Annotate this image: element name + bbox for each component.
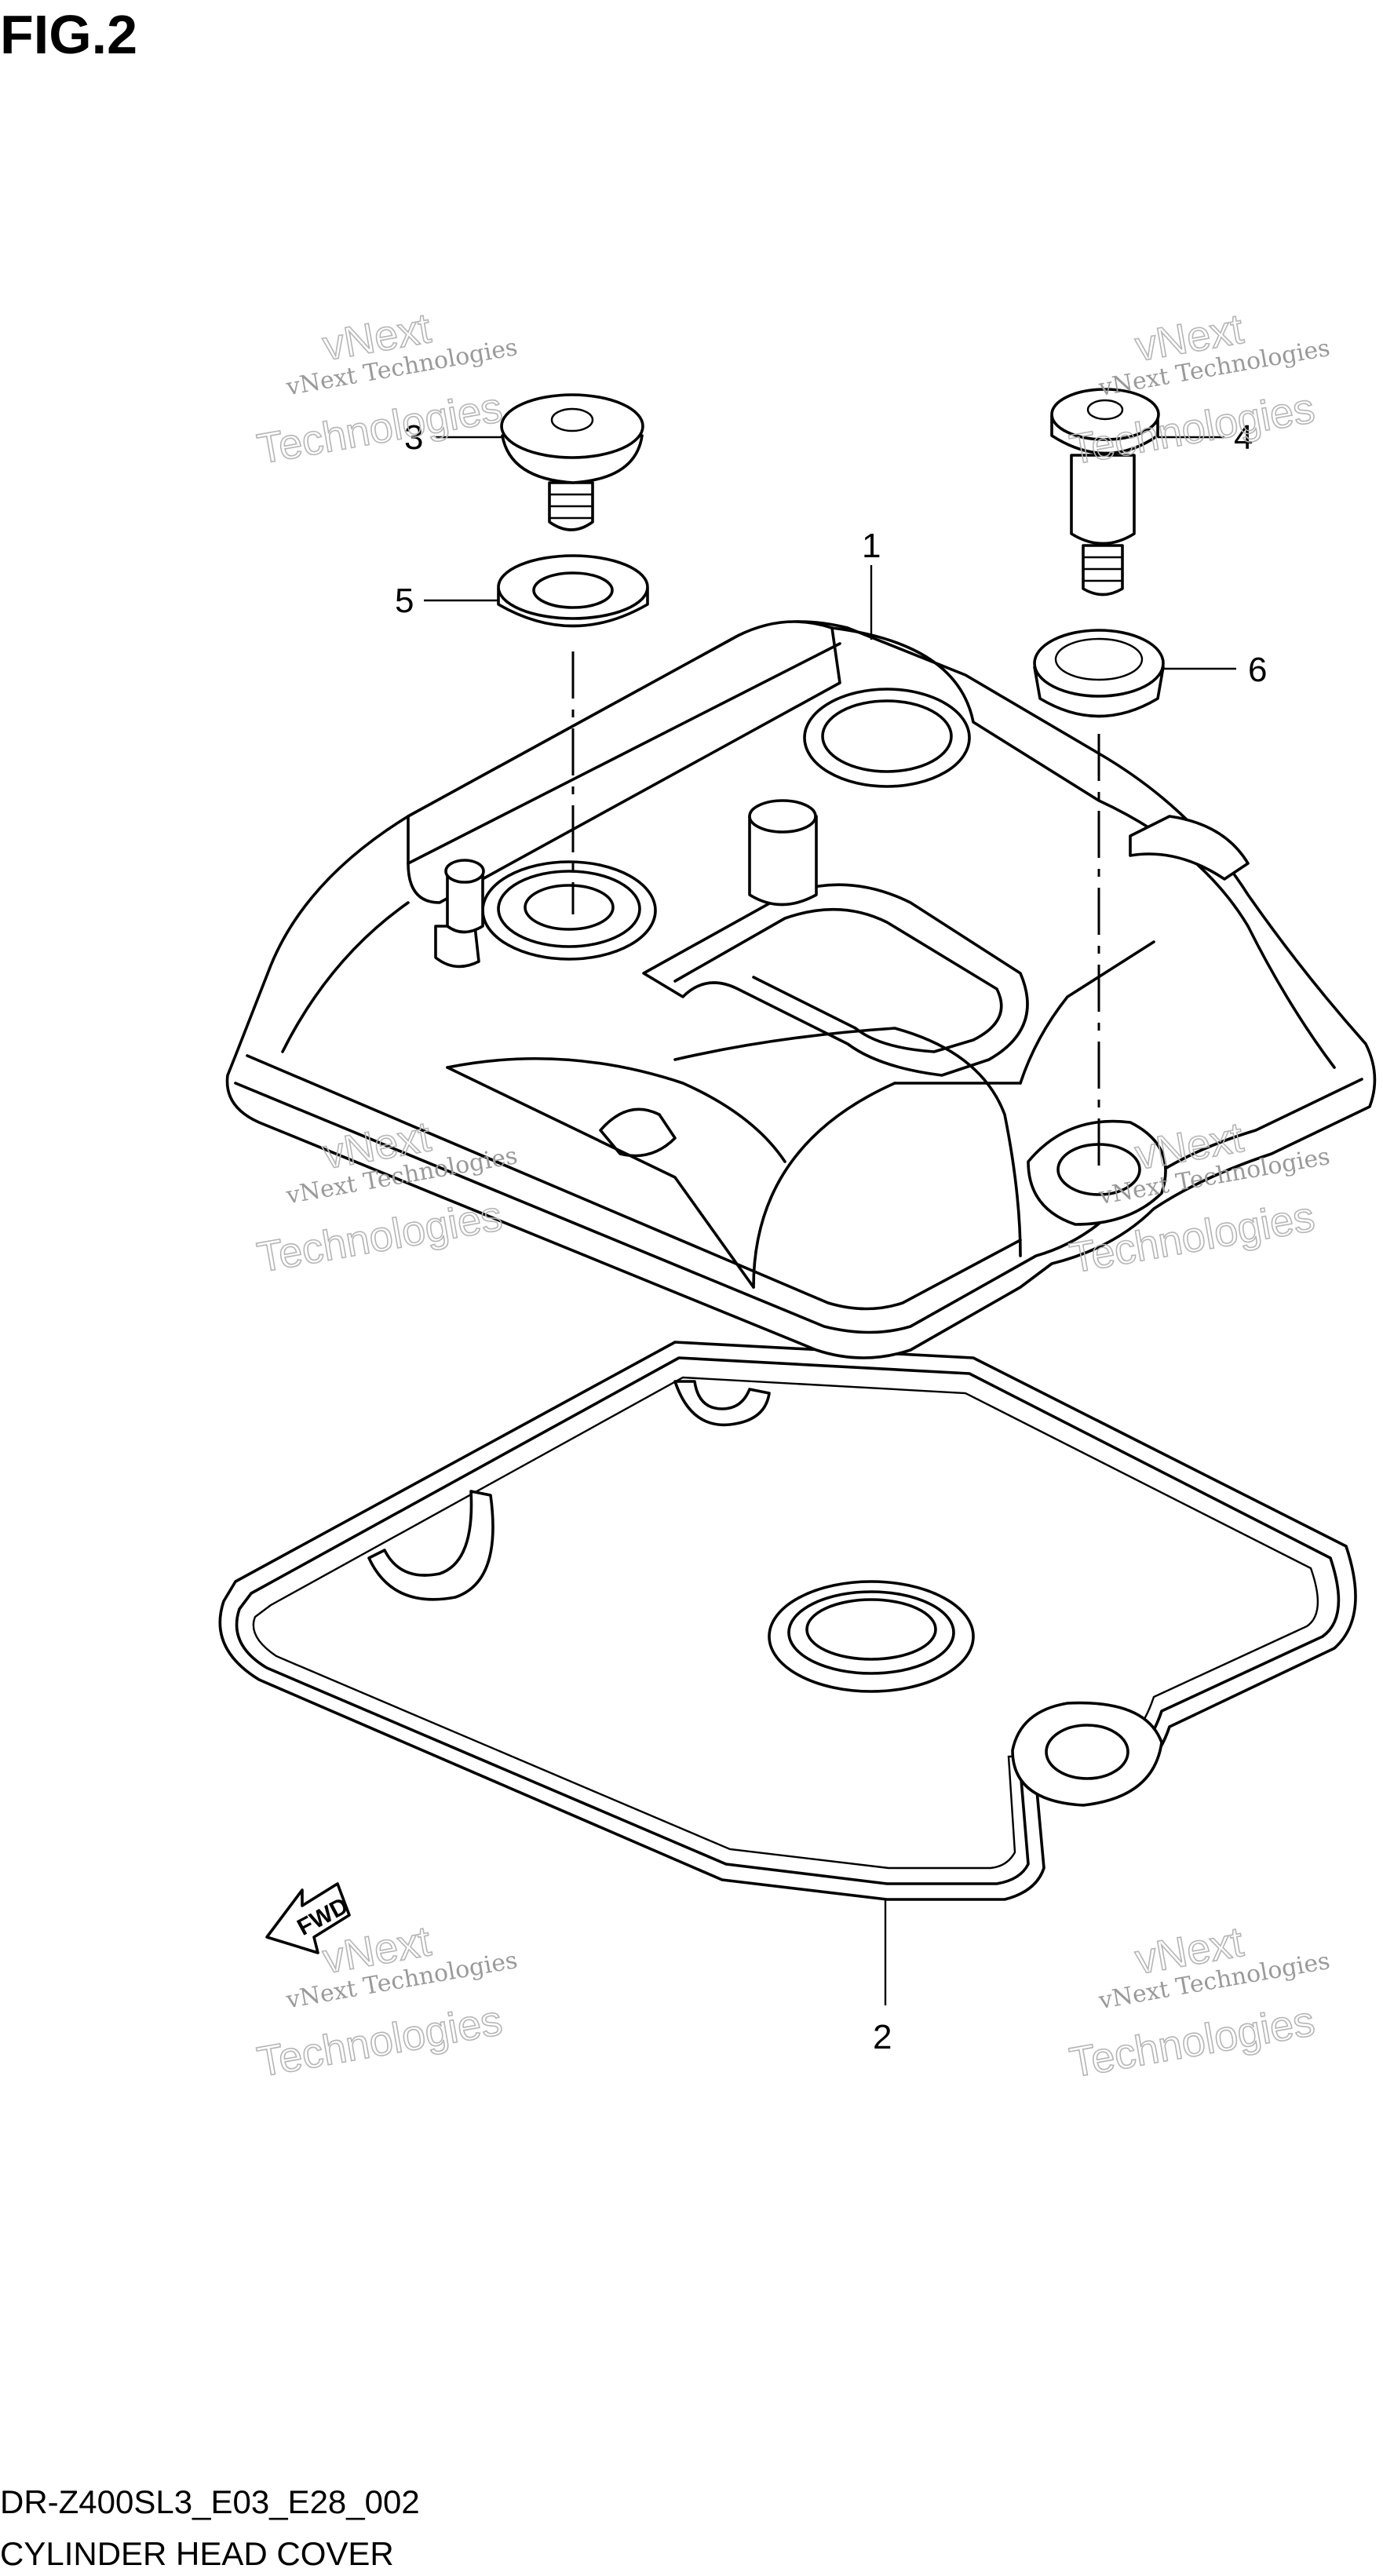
cylinder-head-cover-part-1 (225, 620, 1377, 1359)
watermark-top-left: vNext Technologies vNext Technologies (254, 304, 520, 473)
gasket-part-2 (218, 1341, 1357, 1901)
grommet-part-6 (1033, 629, 1165, 718)
callout-4: 4 (1234, 418, 1253, 457)
callout-leaders (424, 436, 1236, 2005)
diagram-code: DR-Z400SL3_E03_E28_002 (0, 2483, 420, 2520)
callout-6: 6 (1248, 651, 1267, 689)
watermark-bottom-right: vNext Technologies vNext Technologies (1066, 1917, 1332, 2087)
figure-title: FIG.2 (0, 4, 137, 65)
washer-part-5 (497, 554, 649, 628)
callout-2: 2 (873, 2018, 892, 2056)
callout-3: 3 (404, 418, 423, 457)
watermark-top-right: vNext Technologies vNext Technologies (1066, 305, 1332, 474)
diagram-caption: CYLINDER HEAD COVER (0, 2535, 394, 2572)
callout-1: 1 (862, 527, 881, 565)
callout-5: 5 (395, 582, 414, 620)
bolt-part-4 (1050, 388, 1160, 597)
bolt-part-3 (500, 393, 644, 531)
